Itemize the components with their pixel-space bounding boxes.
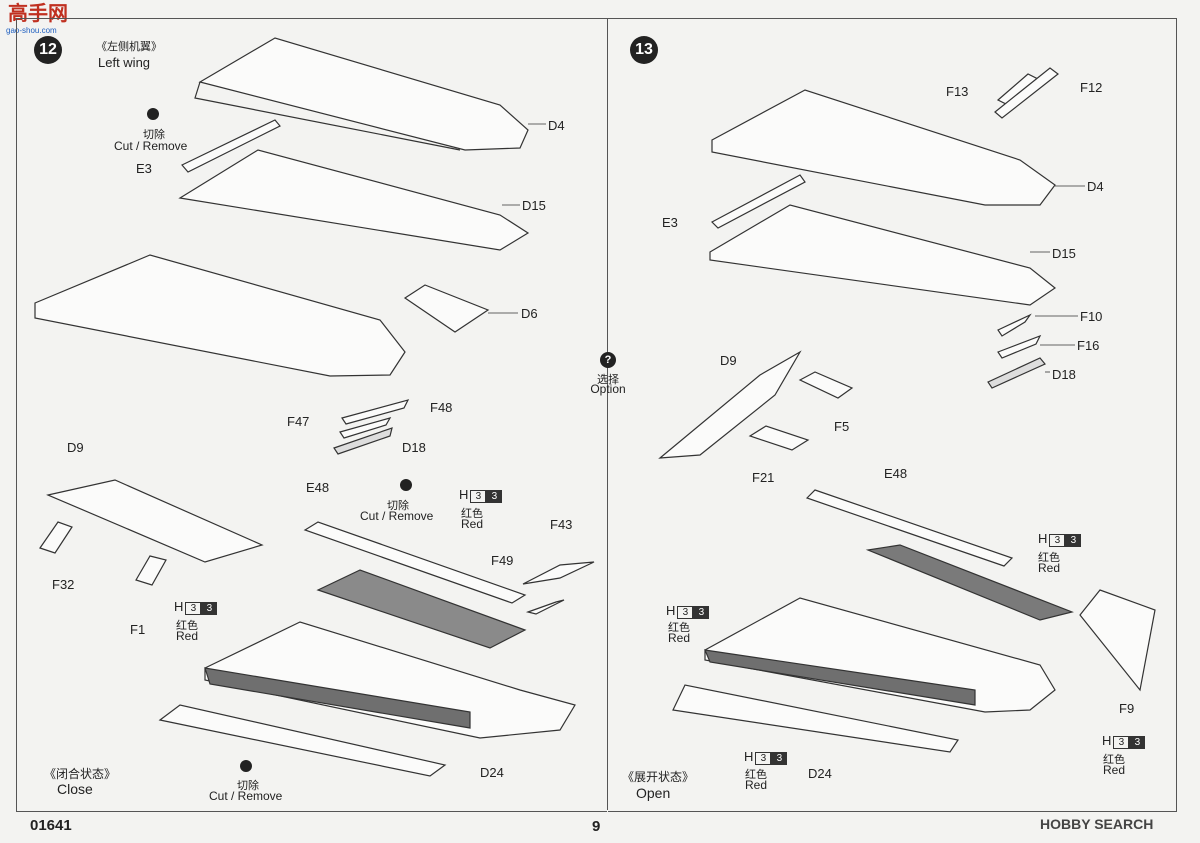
part-D4: D4 [1087, 179, 1104, 194]
option-en: Option [590, 382, 626, 396]
part-D15: D15 [522, 198, 546, 213]
hobby-search-logo: HOBBY SEARCH [1040, 816, 1153, 832]
paint-en-b: Red [176, 629, 199, 643]
part-F1: F1 [130, 622, 146, 637]
kit-code: 01641 [30, 817, 72, 834]
paint-cn-d: 红色 [668, 622, 690, 634]
part-F16: F16 [1077, 338, 1100, 353]
paint-cn-a: 红色 [461, 508, 483, 520]
step-number-13: 13 [630, 36, 658, 64]
paint-cn-c: 红色 [1038, 552, 1060, 564]
paint-en-d: Red [668, 631, 691, 645]
part-F13: F13 [946, 84, 969, 99]
part-E3: E3 [136, 161, 152, 176]
paint-en-a: Red [461, 517, 484, 531]
part-D4: D4 [548, 118, 565, 133]
part-D24: D24 [808, 766, 832, 781]
step12-cut-cn-1: 切除 [143, 129, 165, 141]
watermark-logo: 高手网 [8, 4, 68, 24]
step12-cut-en-1: Cut / Remove [114, 139, 188, 153]
state-close-cn: 《闭合状态》 [44, 767, 117, 781]
part-E48: E48 [884, 466, 908, 481]
state-open-cn: 《展开状态》 [622, 770, 695, 784]
page-number: 9 [592, 818, 601, 835]
paint-en-f: Red [1103, 763, 1126, 777]
paint-cn-b: 红色 [176, 620, 198, 632]
watermark-text: 高手网 [8, 3, 68, 25]
part-F49: F49 [491, 553, 514, 568]
part-F47: F47 [287, 414, 310, 429]
panel-divider [607, 18, 608, 810]
paint-cn-f: 红色 [1103, 754, 1125, 766]
part-D24: D24 [480, 765, 504, 780]
step12-cut-en-2: Cut / Remove [360, 509, 434, 523]
step12-cut-cn-3: 切除 [237, 780, 259, 792]
watermark-url: gao-shou.com [6, 26, 57, 35]
part-F32: F32 [52, 577, 75, 592]
part-F21: F21 [752, 470, 775, 485]
step12-title-cn: 《左侧机翼》 [96, 41, 162, 53]
panel-step-12 [16, 18, 607, 812]
state-close-en: Close [57, 781, 93, 797]
cut-icon [147, 108, 159, 120]
paint-en-c: Red [1038, 561, 1061, 575]
part-D18: D18 [1052, 367, 1076, 382]
part-D15: D15 [1052, 246, 1076, 261]
state-open-en: Open [636, 785, 671, 801]
paint-en-e: Red [745, 778, 768, 792]
part-E3: E3 [662, 215, 678, 230]
part-D9: D9 [67, 440, 84, 455]
step-number-12: 12 [34, 36, 62, 64]
part-F10: F10 [1080, 309, 1103, 324]
panel-step-13 [608, 18, 1177, 812]
part-D18: D18 [402, 440, 426, 455]
step12-cut-cn-2: 切除 [387, 500, 409, 512]
part-F5: F5 [834, 419, 850, 434]
option-icon: ? [600, 352, 616, 368]
cut-icon [240, 760, 252, 772]
part-F43: F43 [550, 517, 573, 532]
step12-title-en: Left wing [98, 55, 151, 70]
cut-icon [400, 479, 412, 491]
part-E48: E48 [306, 480, 330, 495]
part-F48: F48 [430, 400, 453, 415]
part-D6: D6 [521, 306, 538, 321]
option-cn: 选择 [597, 374, 619, 386]
paint-cn-e: 红色 [745, 769, 767, 781]
part-D9: D9 [720, 353, 737, 368]
hobby-search-text: HOBBY SEARCH [1040, 816, 1154, 832]
step12-cut-en-3: Cut / Remove [209, 789, 283, 803]
part-F9: F9 [1119, 701, 1135, 716]
part-F12: F12 [1080, 80, 1103, 95]
